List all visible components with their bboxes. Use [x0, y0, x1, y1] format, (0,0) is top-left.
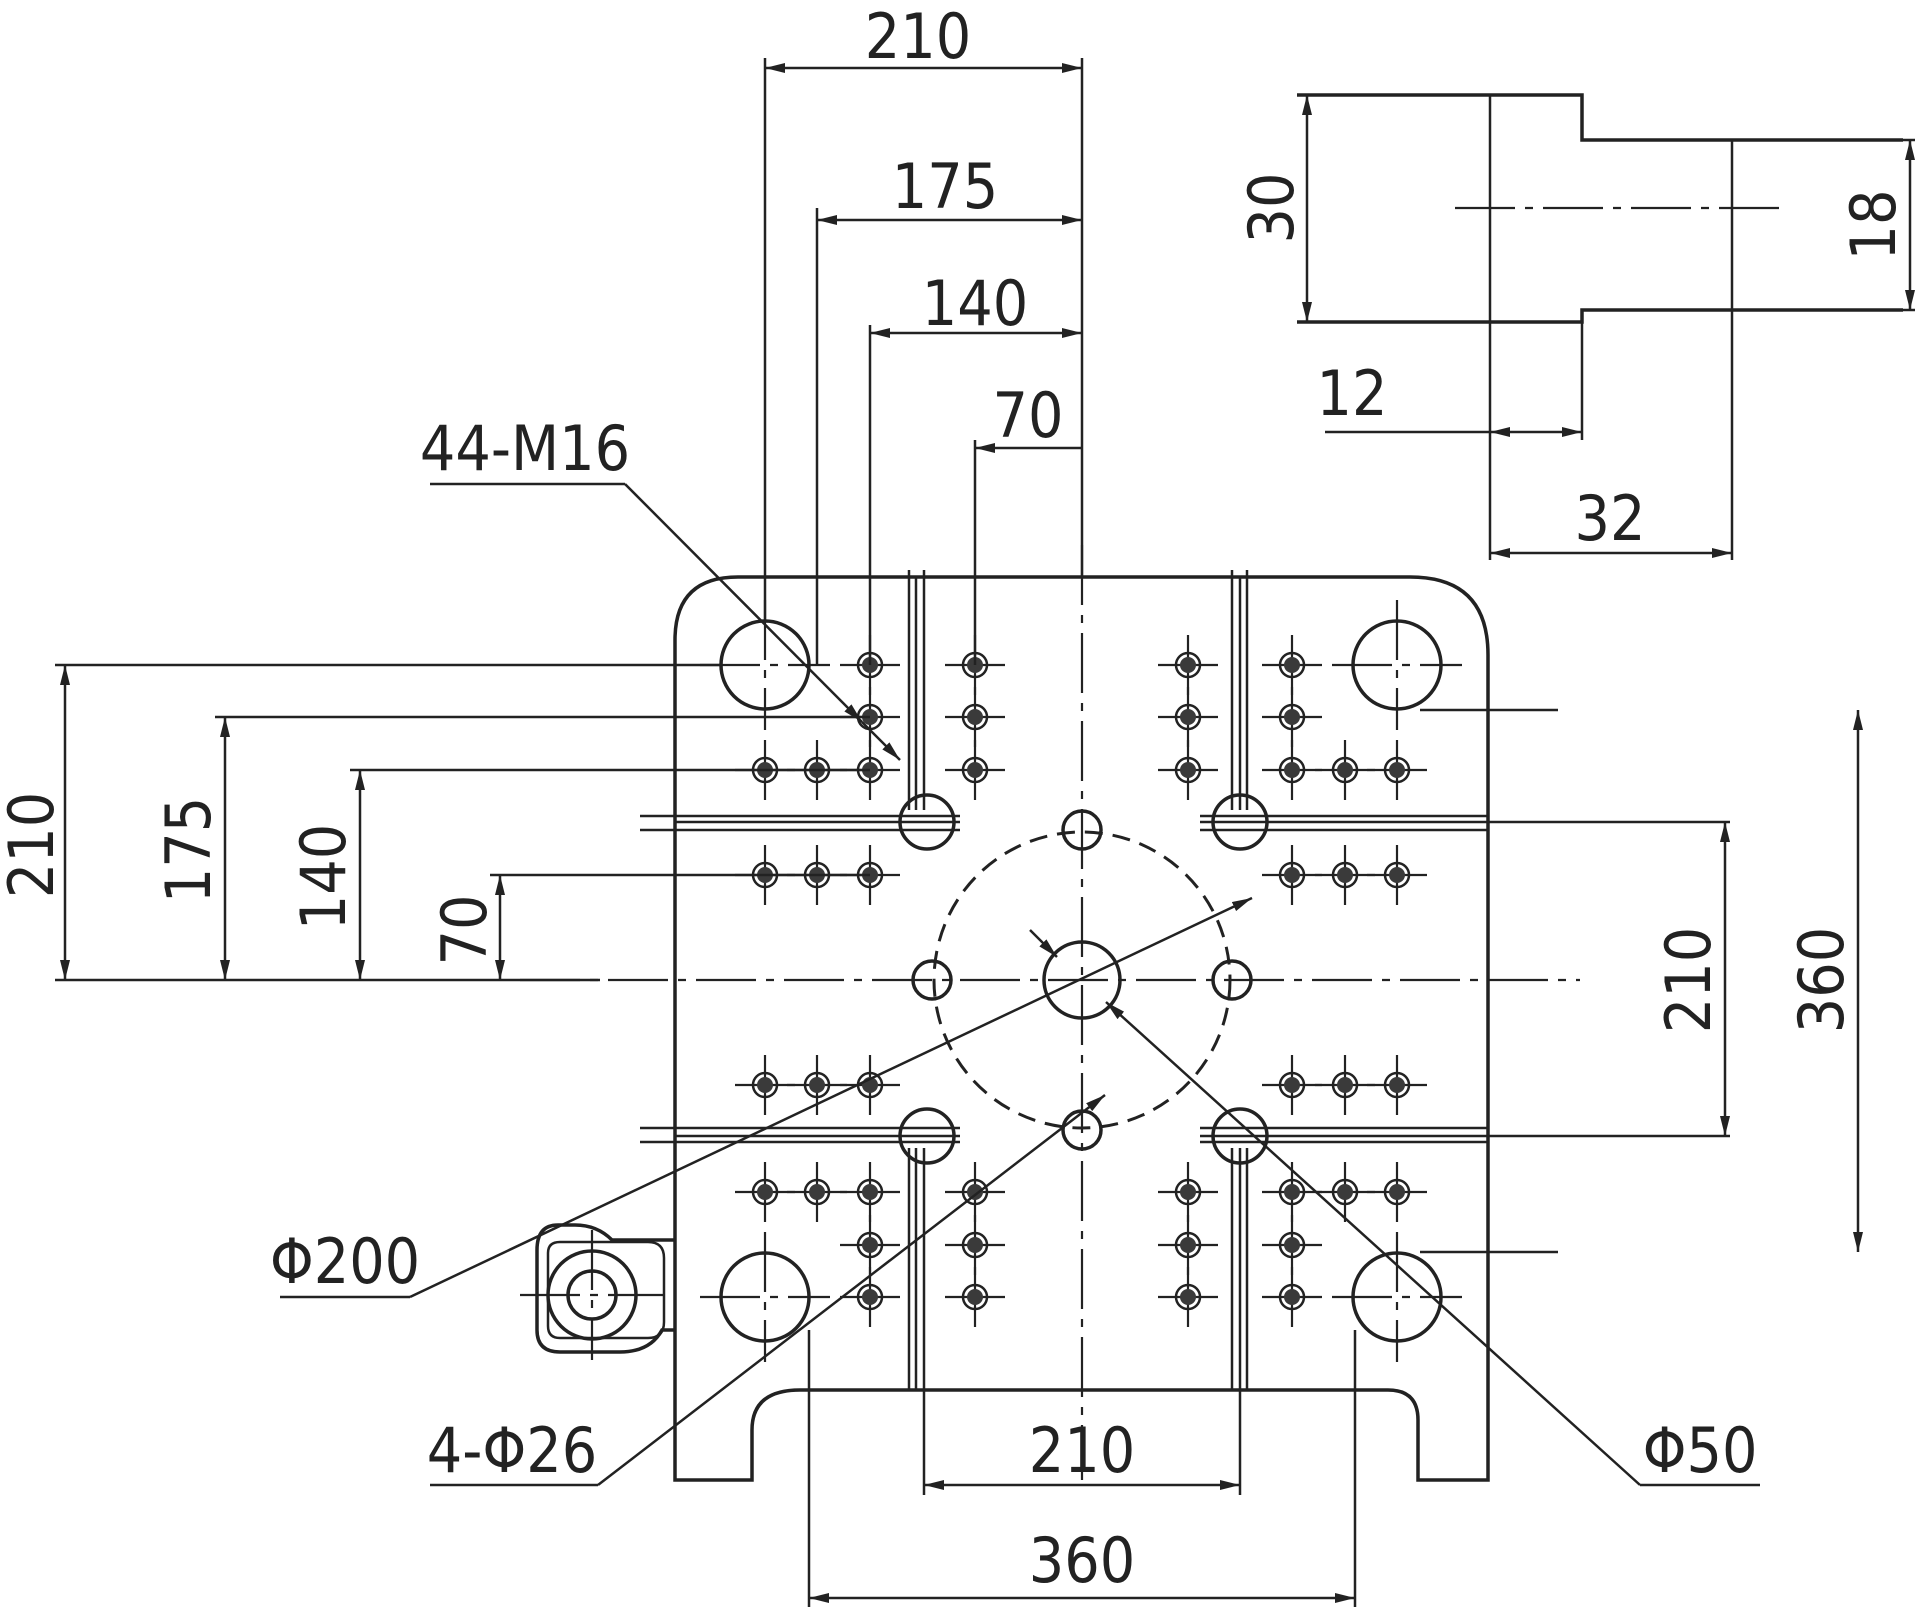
m16-hole [1158, 687, 1218, 747]
m16-hole [1158, 635, 1218, 695]
m16-hole [1315, 740, 1375, 800]
dim-bottom-360: 360 [1029, 1524, 1135, 1597]
center-hole-pattern [898, 793, 1269, 1165]
m16-hole [1262, 740, 1322, 800]
dim-right-360: 360 [1785, 927, 1858, 1033]
m16-hole [1158, 1267, 1218, 1327]
callout-labels: 44-M16 Φ200 4-Φ26 Φ50 [270, 412, 1758, 1487]
m16-hole [1367, 1055, 1427, 1115]
m16-hole [1367, 740, 1427, 800]
m16-hole [1158, 1162, 1218, 1222]
t-slots [640, 570, 1488, 1390]
m16-hole [840, 1162, 900, 1222]
m16-hole [1262, 1215, 1322, 1275]
dim-slot-18: 18 [1837, 190, 1910, 261]
m16-hole [787, 1162, 847, 1222]
platen-outline [535, 575, 1490, 1482]
m16-hole [1315, 1162, 1375, 1222]
leader-lines [280, 482, 1760, 1487]
m16-hole [787, 1055, 847, 1115]
center-lines [520, 545, 1580, 1480]
dim-slot-30: 30 [1235, 173, 1308, 244]
m16-hole [1315, 845, 1375, 905]
m16-threaded-holes [735, 635, 1427, 1327]
m16-hole [1262, 687, 1322, 747]
callout-phi200: Φ200 [270, 1225, 420, 1298]
m16-hole [945, 740, 1005, 800]
dim-top-175: 175 [892, 150, 998, 223]
m16-hole [1367, 1162, 1427, 1222]
m16-hole [1158, 1215, 1218, 1275]
dim-top-70: 70 [993, 379, 1064, 452]
dim-top-210: 210 [865, 0, 971, 73]
m16-hole [1262, 1162, 1322, 1222]
m16-hole [1262, 1055, 1322, 1115]
m16-hole [1367, 845, 1427, 905]
dimension-lines [60, 63, 1863, 1603]
m16-hole [945, 1162, 1005, 1222]
dim-top-140: 140 [922, 267, 1028, 340]
m16-hole [945, 1267, 1005, 1327]
callout-4-phi26: 4-Φ26 [427, 1414, 597, 1487]
m16-hole [1315, 1055, 1375, 1115]
m16-hole [1262, 845, 1322, 905]
m16-hole [735, 1055, 795, 1115]
callout-44-m16: 44-M16 [420, 412, 630, 485]
dim-slot-32: 32 [1575, 482, 1646, 555]
dim-slot-12: 12 [1317, 357, 1388, 430]
dim-left-140: 140 [287, 824, 360, 930]
tie-bar-holes [700, 600, 1462, 1362]
m16-hole [840, 1055, 900, 1115]
callout-phi50: Φ50 [1643, 1414, 1758, 1487]
m16-hole [945, 687, 1005, 747]
m16-hole [735, 1162, 795, 1222]
t-slot-detail [1297, 93, 1915, 560]
m16-hole [840, 1215, 900, 1275]
m16-hole [1262, 1267, 1322, 1327]
dim-right-210: 210 [1652, 927, 1725, 1033]
m16-hole [945, 1215, 1005, 1275]
m16-hole [1262, 635, 1322, 695]
extension-lines [55, 58, 1730, 1607]
dim-left-70: 70 [428, 895, 501, 966]
m16-hole [1158, 740, 1218, 800]
dim-left-175: 175 [152, 797, 225, 903]
dim-bottom-210: 210 [1029, 1414, 1135, 1487]
dim-left-210: 210 [0, 792, 68, 898]
